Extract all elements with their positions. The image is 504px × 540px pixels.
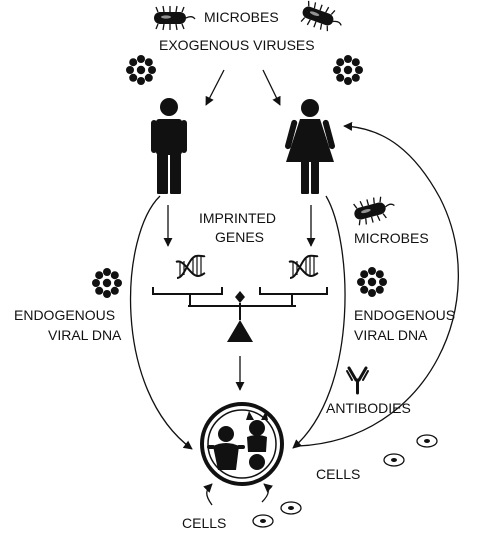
antibodies-label: ANTIBODIES (326, 400, 411, 416)
microbes-label: MICROBES (204, 9, 279, 25)
scale-pivot-icon (235, 291, 245, 303)
endogenous-left-line2: VIRAL DNA (48, 327, 122, 343)
cell-icon (280, 501, 302, 515)
endogenous-right-line2: VIRAL DNA (354, 327, 428, 343)
dna-helix-icon (175, 254, 206, 279)
cell-icon (383, 453, 405, 467)
cells-right-label: CELLS (316, 466, 360, 482)
endogenous-right-line1: ENDOGENOUS (354, 307, 455, 323)
bacteria-icon (350, 192, 398, 228)
arrow-child-to-mother (297, 121, 459, 447)
cell-icon (416, 434, 438, 448)
babies-icon (207, 411, 268, 470)
microbes-right-label: MICROBES (354, 230, 429, 246)
balance-scale-icon (152, 287, 328, 307)
virus-icon (92, 268, 122, 298)
bacteria-icon (298, 0, 347, 37)
endogenous-left-line1: ENDOGENOUS (14, 307, 115, 323)
antibody-icon (346, 366, 369, 395)
scale-base-icon (227, 320, 253, 342)
female-figure-icon (285, 99, 335, 194)
virus-icon (126, 55, 156, 85)
arrow-to-mother (262, 69, 281, 106)
arrow-to-father (205, 69, 225, 106)
arrow-father-to-child (129, 195, 193, 450)
child-circle (200, 402, 284, 486)
arrow-cells-to-child-left (203, 483, 213, 506)
exogenous-viruses-label: EXOGENOUS VIRUSES (159, 37, 315, 53)
virus-icon (333, 55, 363, 85)
arrow-mother-to-child (292, 195, 346, 449)
dna-helix-icon (288, 254, 319, 279)
bacteria-icon (153, 5, 196, 31)
virus-icon (357, 267, 387, 297)
arrow-cells-to-child-right (261, 483, 274, 503)
cell-icon (252, 514, 274, 528)
imprinted-genes-label-line1: IMPRINTED (199, 210, 276, 226)
male-figure-icon (151, 98, 187, 194)
imprinted-genes-label-line2: GENES (215, 229, 264, 245)
cells-bottom-label: CELLS (182, 515, 226, 531)
